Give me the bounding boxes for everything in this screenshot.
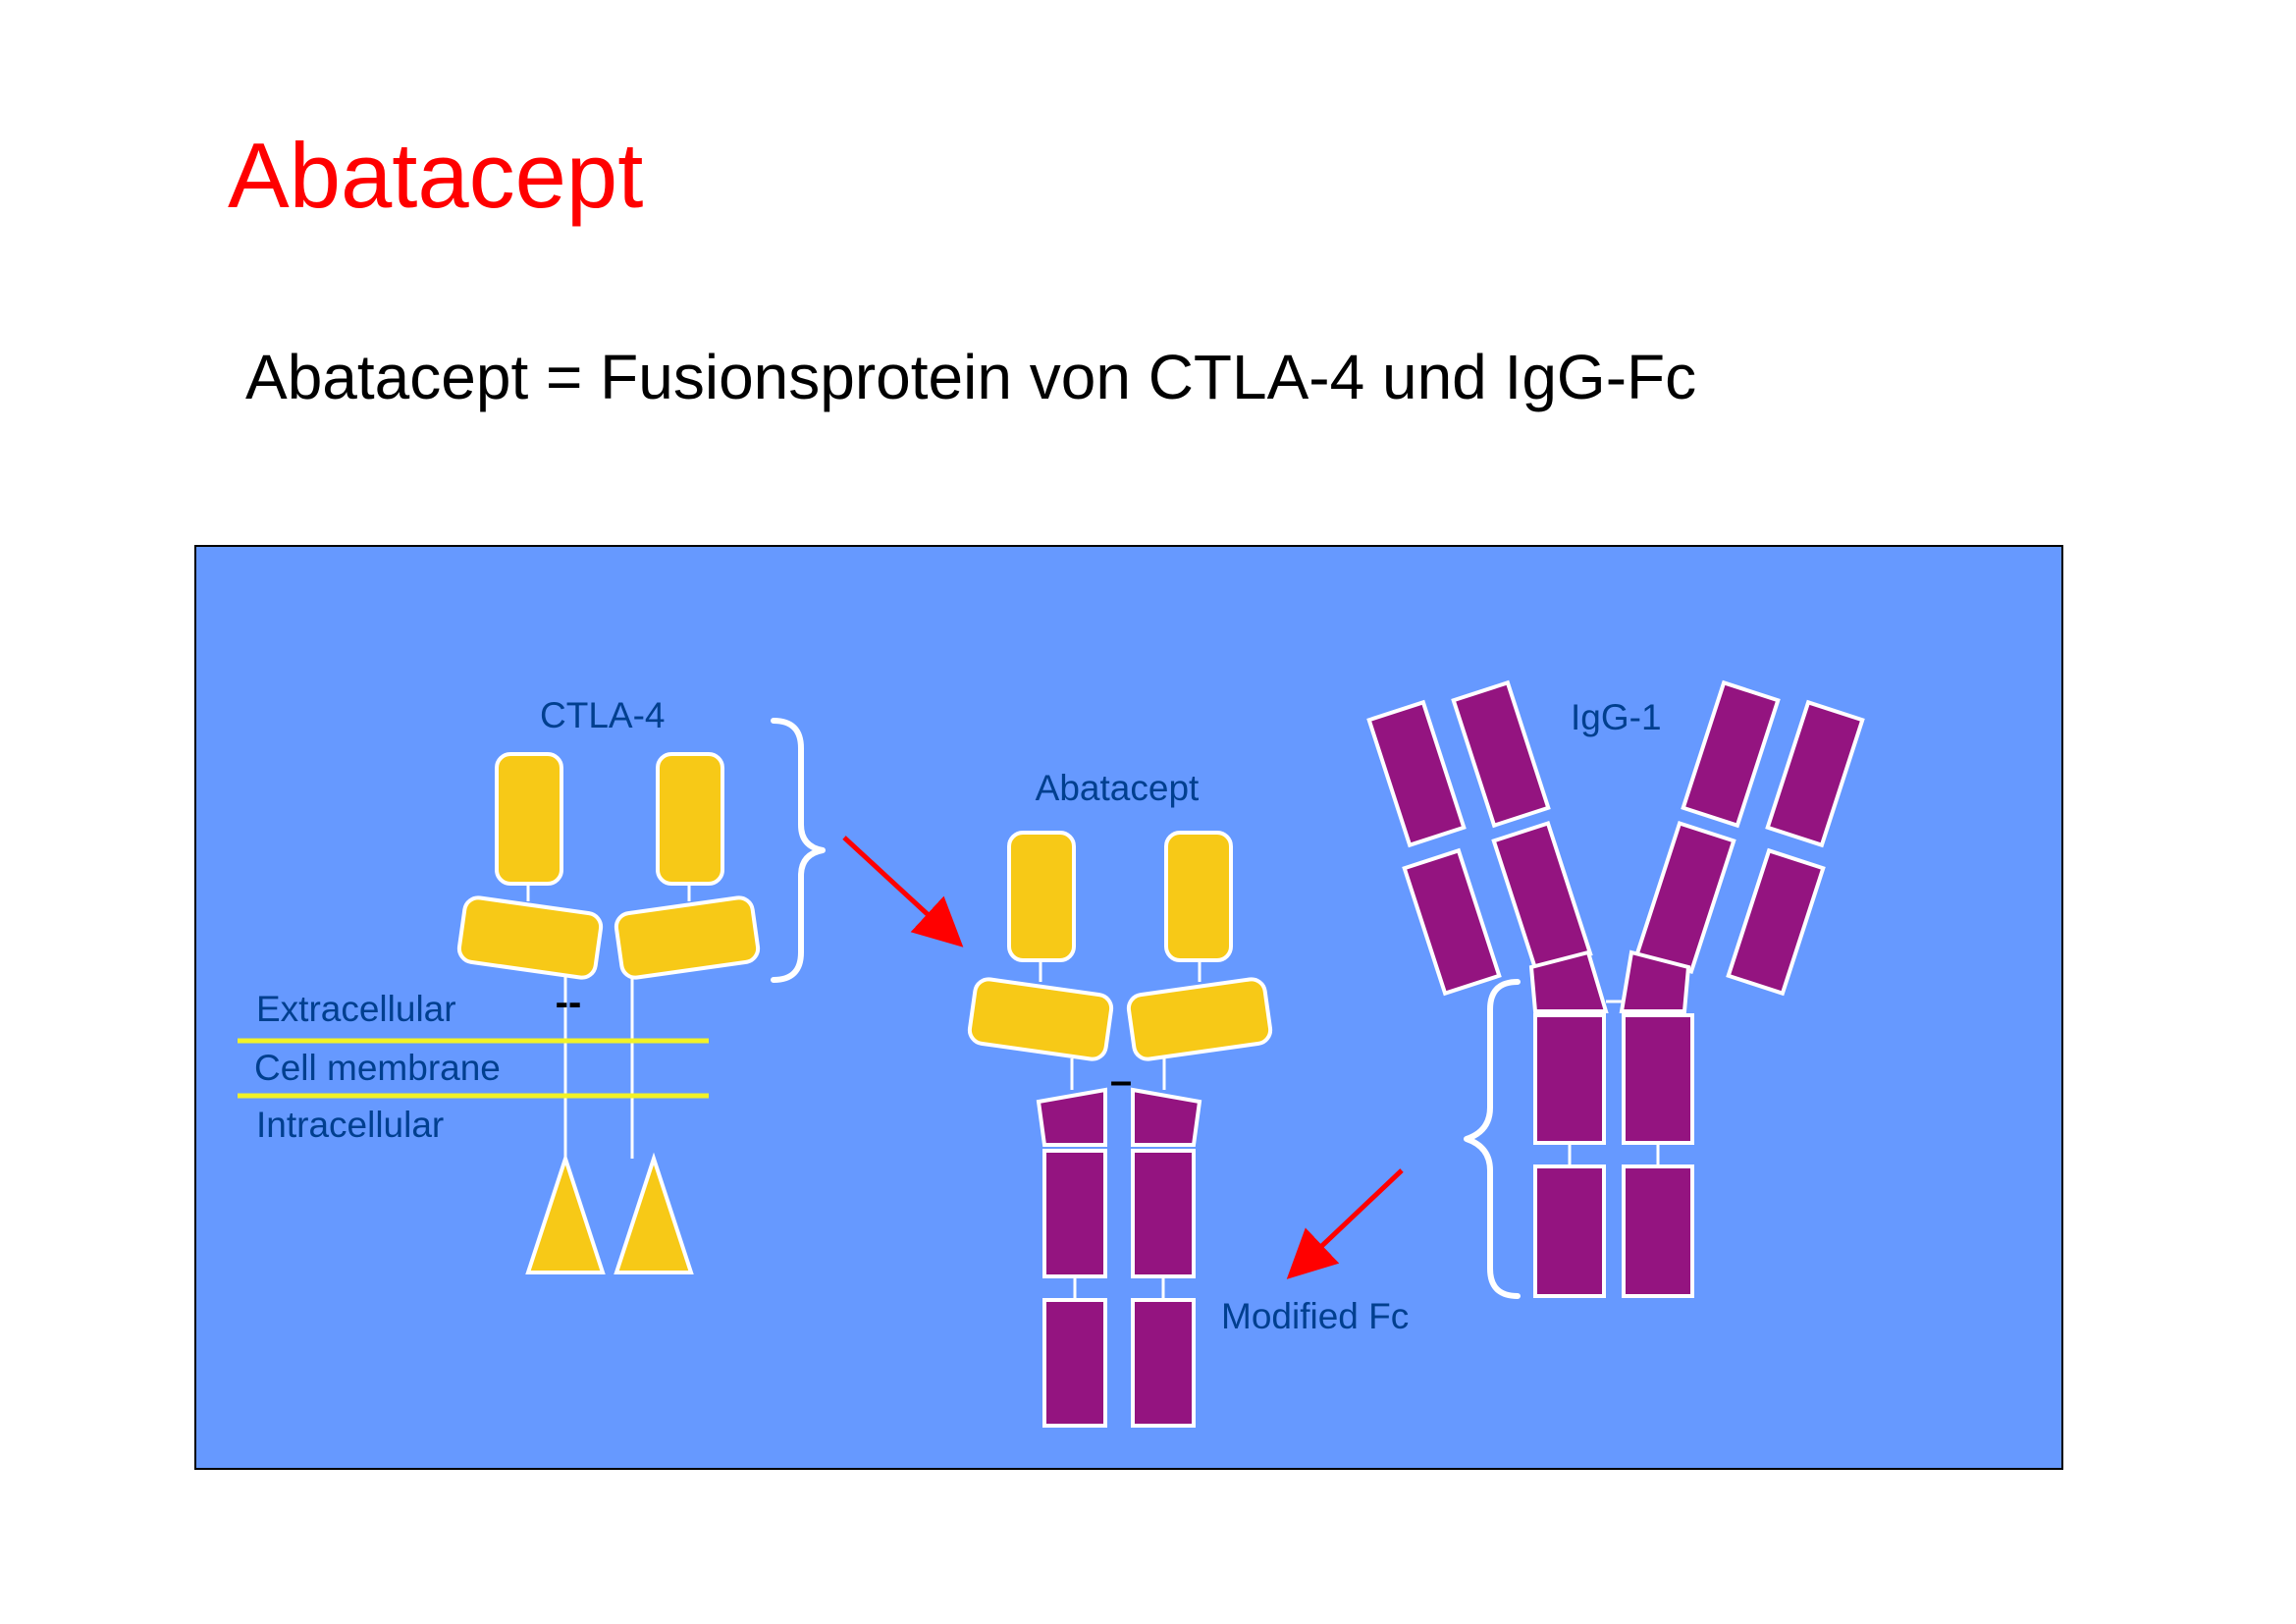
igg1-ch3-left — [1533, 1164, 1606, 1298]
abatacept-disulfide-bond: – — [1110, 1059, 1132, 1103]
abatacept-stalk-domain-left — [967, 977, 1114, 1061]
igg1-ch2-right — [1622, 1013, 1694, 1145]
abatacept-diagram: -- CTLA-4 Extracellular Cell membrane In… — [196, 547, 2061, 1468]
igg1-hinge-left — [1528, 949, 1609, 1013]
intracellular-label: Intracellular — [256, 1105, 444, 1145]
slide-subtitle: Abatacept = Fusionsprotein von CTLA-4 un… — [245, 342, 1697, 412]
igg1-hinge-right — [1619, 949, 1691, 1013]
abatacept-vlike-domain-left — [1007, 831, 1076, 962]
abatacept-molecule: – — [967, 831, 1273, 1428]
modified-fc-label: Modified Fc — [1221, 1296, 1409, 1336]
igg1-vh-left — [1451, 679, 1551, 829]
igg1-molecule — [1366, 679, 1865, 1298]
ctla4-disulfide-bond: -- — [556, 981, 582, 1024]
red-arrow-icon — [842, 836, 964, 947]
abatacept-ch3-left — [1042, 1298, 1107, 1428]
ctla4-molecule: -- — [456, 752, 761, 1274]
abatacept-vlike-domain-right — [1164, 831, 1233, 962]
curly-brace-icon — [771, 718, 826, 983]
igg1-ch3-right — [1622, 1164, 1694, 1298]
slide-title: Abatacept — [228, 124, 644, 227]
ctla4-cytoplasmic-tail-right — [614, 1152, 694, 1274]
extracellular-label: Extracellular — [256, 989, 456, 1029]
igg1-ch2-left — [1533, 1013, 1606, 1145]
abatacept-stalk-domain-right — [1126, 977, 1273, 1061]
igg1-vl-left — [1366, 699, 1467, 848]
figure-panel: -- CTLA-4 Extracellular Cell membrane In… — [194, 545, 2063, 1470]
ctla4-stalk-domain-right — [614, 895, 761, 980]
abatacept-hinge-right — [1131, 1087, 1202, 1147]
abatacept-label: Abatacept — [1036, 768, 1200, 808]
abatacept-hinge-left — [1036, 1087, 1107, 1147]
curly-brace-icon — [1464, 979, 1521, 1299]
ctla4-vlike-domain-right — [656, 752, 724, 886]
ctla4-vlike-domain-left — [495, 752, 563, 886]
ctla4-stalk-domain-left — [456, 895, 604, 980]
abatacept-ch2-left — [1042, 1149, 1107, 1278]
abatacept-ch2-right — [1131, 1149, 1196, 1278]
ctla4-label: CTLA-4 — [540, 695, 665, 735]
ctla4-cytoplasmic-tail-left — [525, 1152, 606, 1274]
igg1-vh-right — [1681, 679, 1781, 829]
igg1-vl-right — [1765, 699, 1865, 848]
abatacept-ch3-right — [1131, 1298, 1196, 1428]
igg1-label: IgG-1 — [1571, 697, 1662, 737]
igg1-cl-right — [1726, 847, 1826, 997]
cell-membrane-label: Cell membrane — [254, 1048, 501, 1088]
igg1-cl-left — [1402, 847, 1502, 997]
red-arrow-icon — [1286, 1168, 1404, 1279]
